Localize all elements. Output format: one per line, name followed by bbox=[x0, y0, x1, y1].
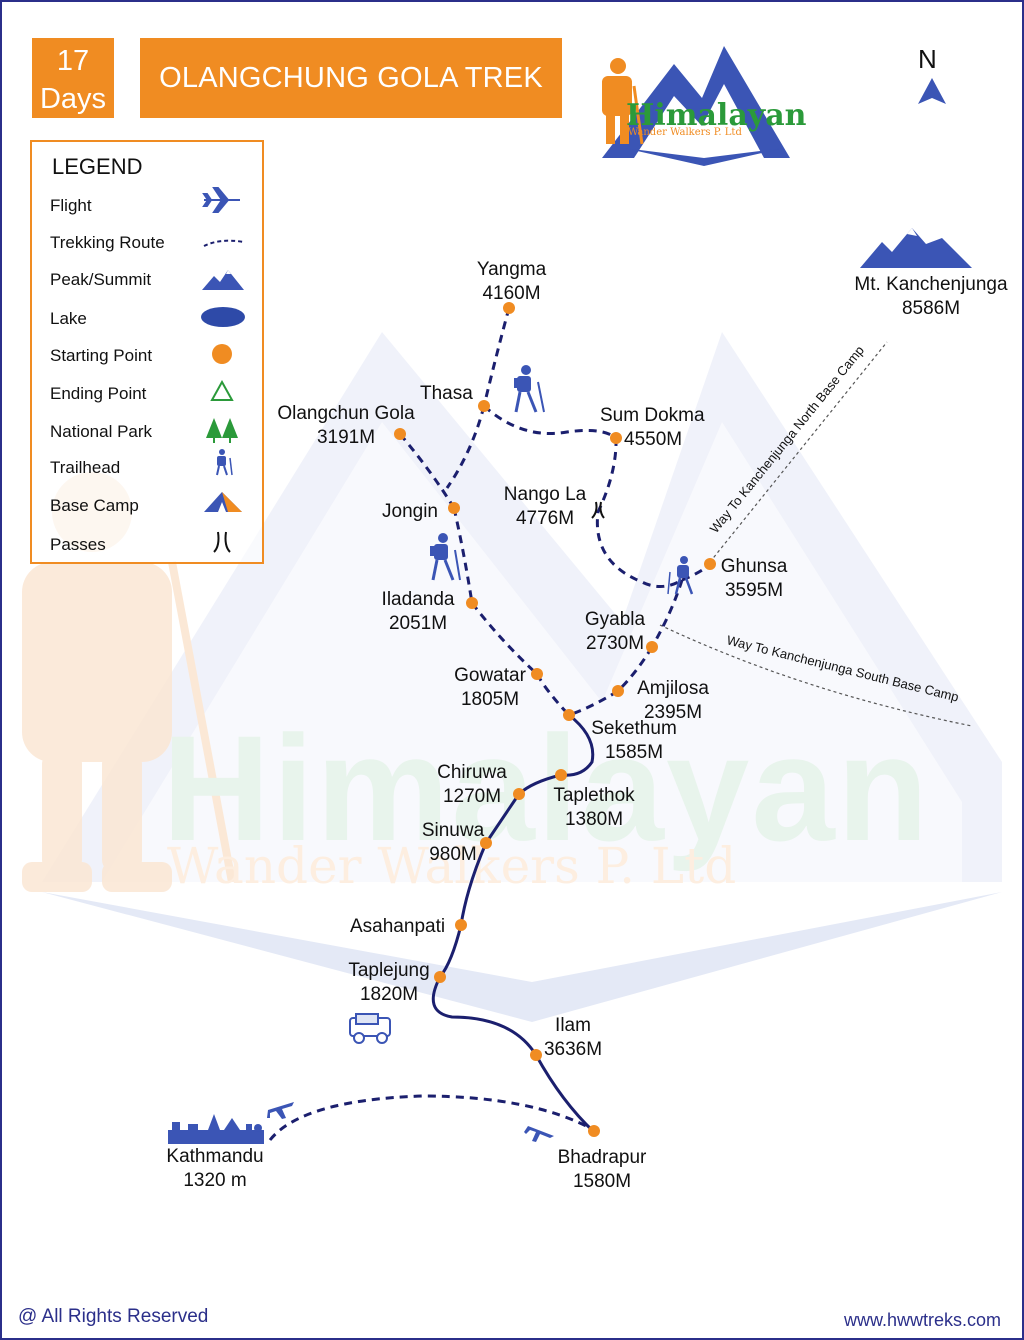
jeep-icon bbox=[349, 1013, 391, 1044]
dot-ghunsa bbox=[704, 558, 716, 570]
dot-yangma bbox=[503, 302, 515, 314]
logo-mountain-icon bbox=[602, 46, 790, 166]
lake-icon bbox=[201, 307, 245, 327]
dot-jongin bbox=[448, 502, 460, 514]
hiker-icon-jongin bbox=[430, 533, 461, 581]
legend-label-start: Starting Point bbox=[50, 346, 153, 365]
dot-chiruwa bbox=[513, 788, 525, 800]
days-badge: 17 Days bbox=[32, 38, 114, 118]
dot-taplethok bbox=[555, 769, 567, 781]
north-label: N bbox=[918, 44, 937, 74]
dot-olangchun bbox=[394, 428, 406, 440]
dot-bhadrapur bbox=[588, 1125, 600, 1137]
legend-title: LEGEND bbox=[52, 154, 143, 179]
dot-gyabla bbox=[646, 641, 658, 653]
kanchenjunga-peak-icon bbox=[860, 228, 972, 268]
north-basecamp-path bbox=[709, 341, 888, 563]
legend-label-route: Trekking Route bbox=[50, 233, 165, 252]
hiker-icon bbox=[216, 449, 233, 476]
legend-panel: LEGEND Flight Trekking Route Peak/Summit… bbox=[30, 140, 264, 564]
dot-thasa bbox=[478, 400, 490, 412]
tent-icon bbox=[204, 492, 242, 512]
green-triangle-icon bbox=[210, 379, 234, 401]
orange-dot-icon bbox=[212, 344, 232, 364]
dot-sekethum bbox=[563, 709, 575, 721]
dot-amjilosa bbox=[612, 685, 624, 697]
way-south-label: Way To Kanchenjunga South Base Camp bbox=[725, 632, 960, 704]
way-north-label: Way To Kanchenjunga North Base Camp bbox=[707, 343, 867, 536]
legend-label-basecamp: Base Camp bbox=[50, 496, 139, 515]
days-number: 17 bbox=[56, 45, 90, 77]
tree-icon bbox=[206, 418, 238, 443]
legend-label-peak: Peak/Summit bbox=[50, 270, 152, 289]
hiker-icon-thasa bbox=[514, 365, 545, 413]
hiker-icon-ghunsa bbox=[667, 556, 694, 595]
days-label: Days bbox=[39, 83, 107, 115]
logo-subtitle: Wander Walkers P. Ltd bbox=[628, 127, 742, 138]
watermark-main-text: Himalayan bbox=[162, 704, 931, 872]
logo-name: Himalayan bbox=[626, 98, 807, 133]
north-arrow-icon bbox=[918, 78, 946, 104]
airplane-icon-bhadrapur bbox=[524, 1126, 554, 1142]
legend-label-park: National Park bbox=[50, 422, 153, 441]
dot-taplejung bbox=[434, 971, 446, 983]
watermark-sub-text: Wander Walkers P. Ltd bbox=[167, 837, 737, 895]
dot-ilam bbox=[530, 1049, 542, 1061]
airplane-icon bbox=[202, 187, 240, 213]
legend-label-passes: Passes bbox=[50, 535, 106, 554]
label-thasa: Thasa bbox=[420, 383, 473, 404]
dot-asahanpati bbox=[455, 919, 467, 931]
trek-title: OLANGCHUNG GOLA TREK bbox=[140, 38, 562, 118]
road-route bbox=[431, 713, 596, 1134]
copyright-text: @ All Rights Reserved bbox=[18, 1306, 209, 1327]
legend-label-end: Ending Point bbox=[50, 384, 147, 403]
dot-sum-dokma bbox=[610, 432, 622, 444]
label-jongin: Jongin bbox=[382, 501, 438, 522]
dot-sinuwa bbox=[480, 837, 492, 849]
mountain-peak-icon bbox=[202, 270, 244, 290]
pass-icon-nango bbox=[591, 501, 605, 519]
airplane-icon-kathmandu bbox=[267, 1102, 294, 1119]
dot-gowatar bbox=[531, 668, 543, 680]
legend-label-lake: Lake bbox=[50, 309, 87, 328]
dot-iladanda bbox=[466, 597, 478, 609]
pass-icon bbox=[213, 531, 231, 553]
south-basecamp-path bbox=[659, 624, 973, 727]
website-link[interactable]: www.hwwtreks.com bbox=[844, 1310, 1002, 1330]
kathmandu-skyline-icon bbox=[168, 1114, 264, 1144]
label-asahanpati: Asahanpati bbox=[350, 916, 446, 937]
legend-label-trailhead: Trailhead bbox=[50, 458, 121, 477]
legend-label-flight: Flight bbox=[50, 196, 92, 215]
dashed-route-icon bbox=[203, 239, 245, 247]
